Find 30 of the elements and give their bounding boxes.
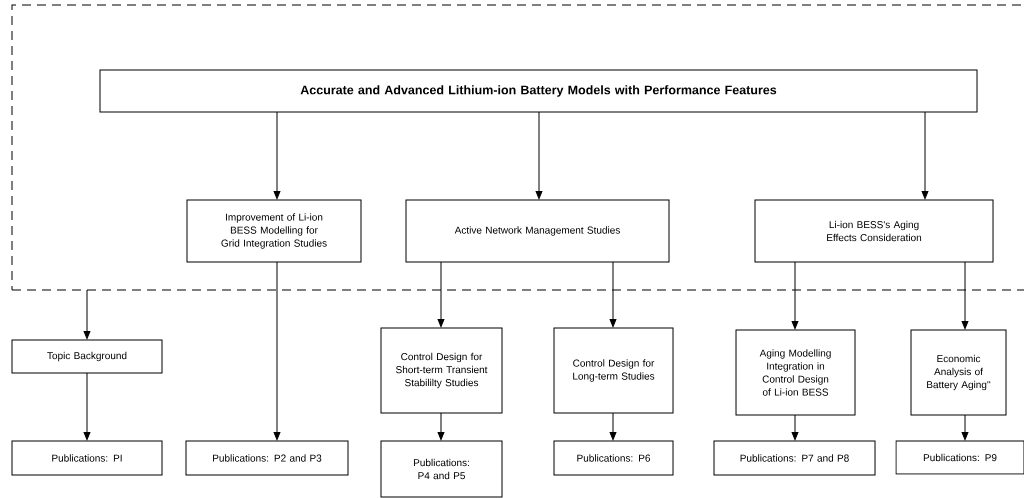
dashed-region (11, 4, 1024, 291)
topic-box: Control Design for Long-term Studies (553, 327, 674, 414)
topic-box: Topic Background (11, 339, 163, 374)
arrow (791, 261, 799, 330)
topic-box: Control Design for Short-term Transient Stabililty Studies (380, 327, 503, 414)
publication-box: Publications: P6 (553, 440, 674, 476)
arrow (921, 111, 929, 200)
topic-box: Economic Analysis of Battery Aging'' (910, 329, 1007, 416)
publication-box: Publications: P2 and P3 (185, 440, 349, 476)
arrow (83, 289, 91, 340)
arrow (273, 261, 281, 441)
arrow (273, 111, 281, 200)
arrow (535, 111, 543, 200)
title-box: Accurate and Advanced Lithium-ion Battery Models with Performance Features (99, 69, 978, 113)
topic-box: Aging Modelling Integration in Control Design of Li-ion BESS (735, 329, 856, 416)
arrow (437, 261, 445, 328)
arrow (791, 414, 799, 441)
topic-box: Li-ion BESS's Aging Effects Consideration (754, 199, 994, 263)
arrow (83, 372, 91, 441)
topic-box: Improvement of Li-ion BESS Modelling for Grid Integration Studies (186, 199, 362, 263)
publication-box: Publications: P4 and P5 (380, 440, 503, 498)
topic-box: Active Network Management Studies (405, 199, 670, 263)
arrow (609, 412, 617, 441)
publication-box: Publications: P7 and P8 (713, 440, 876, 476)
publication-box: Publications: PI (11, 440, 163, 476)
arrow (961, 414, 969, 441)
publication-box: Publications: P9 (895, 440, 1024, 475)
arrow (609, 261, 617, 328)
arrow (961, 261, 969, 330)
arrow (437, 412, 445, 441)
